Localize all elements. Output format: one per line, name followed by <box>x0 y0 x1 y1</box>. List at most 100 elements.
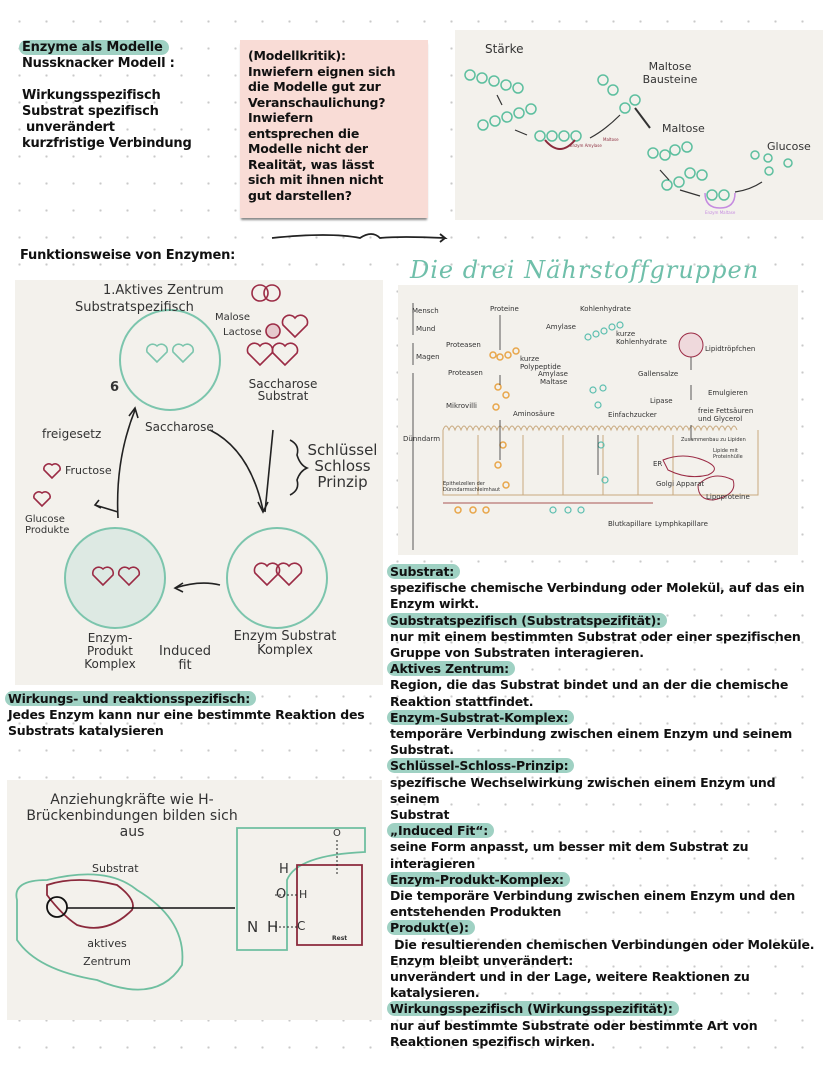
digestion-label: Mikrovilli <box>446 402 477 410</box>
digestion-label: Blutkapillare <box>608 520 652 528</box>
digestion-label: Aminosäure <box>513 410 555 418</box>
intro-block: Enzyme als Modelle Nussknacker Modell : … <box>19 40 192 152</box>
flow-arrows <box>412 303 692 550</box>
digestion-drawing <box>412 303 759 550</box>
definition-term: Enzym-Produkt-Komplex: <box>387 871 570 887</box>
definition-text: seine Form anpasst, um besser mit dem Su… <box>390 839 749 855</box>
substrate-shape <box>46 879 134 929</box>
digestion-label: Einfachzucker <box>608 411 657 419</box>
label-saccharose: Saccharose <box>145 420 214 434</box>
digestion-label: kurze Polypeptide <box>520 355 561 371</box>
note-line: Modelle nicht der <box>248 141 368 156</box>
digestion-label: Dünndarm <box>403 435 441 443</box>
nutrient-heading: Die drei Nährstoffgruppen <box>410 256 760 284</box>
digestion-diagram: Mensch Mund Magen Dünndarm Proteine Prot… <box>398 285 798 555</box>
definition-term: Produkt(e): <box>387 920 475 936</box>
definition-term: Aktives Zentrum: <box>387 661 515 677</box>
digestion-label: Mensch <box>412 307 439 315</box>
digestion-label: Gallensalze <box>638 370 679 378</box>
er-shape <box>662 455 715 478</box>
definition-term: Schlüssel-Schloss-Prinzip: <box>387 758 575 774</box>
label-active-center: 1.Aktives Zentrum <box>103 283 224 298</box>
substrate-box <box>296 864 363 946</box>
note-line: die Modelle gut zur <box>248 79 381 94</box>
intro-subtitle: Nussknacker Modell : <box>22 56 175 71</box>
definition-item: Wirkungsspezifisch (Wirkungsspezifität):… <box>387 1001 820 1050</box>
digestion-label: Lipide mit Proteinhülle <box>713 448 743 460</box>
definition-text: spezifische chemische Verbindung oder Mo… <box>390 580 805 596</box>
atom-h3: H <box>299 888 308 901</box>
starch-diagram-drawing <box>464 69 793 209</box>
amylase-enzyme <box>544 139 576 150</box>
definition-item: Enzym-Substrat-Komplex:temporäre Verbind… <box>387 709 820 759</box>
hbond-diagram: Anziehungkräfte wie H-Brückenbindungen b… <box>7 780 382 1020</box>
intro-item: Substrat spezifisch <box>22 104 159 119</box>
specificity-heading: Wirkungs- und reaktionsspezifisch: <box>5 691 257 706</box>
definition-text: Region, die das Substrat bindet und an d… <box>390 677 789 693</box>
digestion-label: Proteasen <box>446 341 481 349</box>
atom-o: O <box>276 887 287 902</box>
definition-text: Reaktion stattfindet. <box>390 693 534 709</box>
definition-text: Die resultierenden chemischen Verbindung… <box>390 936 815 952</box>
intro-title: Enzyme als Modelle <box>19 40 169 55</box>
specificity-block: Wirkungs- und reaktionsspezifisch: Jedes… <box>5 691 388 740</box>
label-step-number: 6 <box>110 380 120 395</box>
digestion-label: Lipidtröpfchen <box>705 345 756 353</box>
maltase-enzyme <box>704 192 736 209</box>
section-heading: Funktionsweise von Enzymen: <box>20 248 236 263</box>
epithelial-cells <box>442 430 759 504</box>
note-line: Realität, was lässt <box>248 156 375 172</box>
golgi-shape <box>697 475 735 501</box>
amino-acids <box>454 347 520 514</box>
note-line: entsprechen die <box>248 125 360 141</box>
digestion-label: Mund <box>416 325 436 333</box>
digestion-label: Magen <box>416 353 440 361</box>
label-saccharose-substrat: Saccharose Substrat <box>248 377 318 403</box>
note-line: Inwiefern eignen sich <box>248 63 396 79</box>
definitions-list: Substrat:spezifische chemische Verbindun… <box>387 564 820 1050</box>
label-fructose: Fructose <box>65 464 112 477</box>
atom-h: H <box>279 862 289 877</box>
definition-item: Schlüssel-Schloss-Prinzip:spezifische We… <box>387 758 820 823</box>
enzyme-box <box>236 827 366 951</box>
definition-item: Enzym-Produkt-Komplex:Die temporäre Verb… <box>387 871 820 921</box>
specificity-text: Jedes Enzym kann nur eine bestimmte Reak… <box>8 707 365 739</box>
definition-term: „Induced Fit“: <box>387 823 495 839</box>
enzyme-cycle-diagram: 1.Aktives Zentrum Substratspezifisch Mal… <box>15 280 383 685</box>
note-line: gut darstellen? <box>248 187 352 203</box>
definition-term: Enzym-Substrat-Komplex: <box>387 709 575 725</box>
label-maltose-bausteine: Maltose Bausteine <box>642 60 698 86</box>
label-enzym-substrat: Enzym Substrat Komplex <box>233 629 337 658</box>
label-lactose: Lactose <box>223 327 262 338</box>
definition-text: Substrat <box>390 807 450 823</box>
digestion-label: Emulgieren <box>708 389 748 397</box>
label-substrate-specific: Substratspezifisch <box>75 300 194 315</box>
sugars <box>549 321 624 514</box>
atom-o2: O <box>333 828 341 839</box>
digestion-label: freie Fettsäuren und Glycerol <box>698 407 754 423</box>
digestion-label: Maltase <box>540 378 568 386</box>
definition-item: Produkt(e): Die resultierenden chemische… <box>387 920 820 1001</box>
intro-item: unverändert <box>26 120 115 135</box>
intro-item: Wirkungsspezifisch <box>22 88 161 103</box>
note-line: Veranschaulichung? <box>248 94 386 110</box>
lipid-droplet <box>678 332 704 358</box>
digestion-label: Proteine <box>490 305 519 313</box>
critique-sticky-note: (Modellkritik): Inwiefern eignen sich di… <box>240 40 428 218</box>
molecule-chains <box>464 69 793 201</box>
definition-text: nur mit einem bestimmten Substrat oder e… <box>390 628 801 644</box>
label-induced-fit: Induced fit <box>159 644 211 673</box>
digestion-label: Kohlenhydrate <box>580 305 631 313</box>
label-key-lock: Schlüssel Schloss Prinzip <box>307 441 378 491</box>
digestion-label: Golgi Apparat <box>656 480 705 488</box>
enzyme-circle-top <box>119 309 221 411</box>
digestion-label: Lymphkapillare <box>655 520 708 528</box>
definition-text: Die temporäre Verbindung zwischen einem … <box>390 888 796 904</box>
label-enzym-produkt: Enzym- Produkt Komplex <box>84 631 136 671</box>
label-maltose: Maltose <box>662 122 705 135</box>
digestion-label: Amylase <box>538 370 568 378</box>
atom-rest: Rest <box>332 935 348 942</box>
enzyme-circle-right <box>226 527 328 629</box>
digestion-label: Zusammenbau zu Lipiden <box>681 437 746 443</box>
